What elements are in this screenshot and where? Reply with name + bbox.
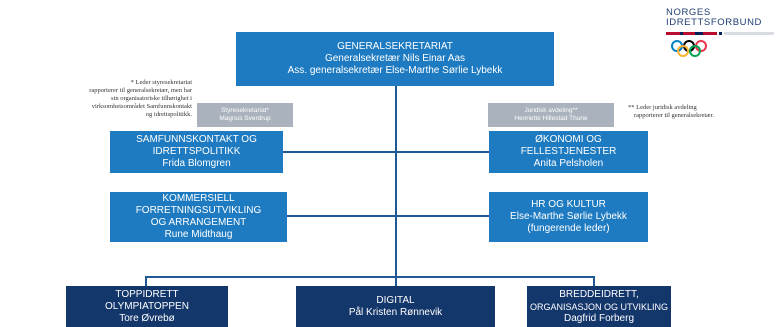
staff-title: Styresekretariat* — [220, 107, 270, 114]
generalsekretaer-name: Generalsekretær Nils Einar Aas — [324, 53, 466, 64]
unit-title: FELLESTJENESTER — [520, 146, 617, 157]
logo-graphic — [666, 32, 774, 57]
unit-title: IDRETTSPOLITIKK — [152, 146, 241, 157]
staff-name: Henriette Hillestad Thune — [514, 115, 588, 122]
staff-title: Juridisk avdeling** — [524, 107, 578, 114]
note-styresekretariat: * Leder styresekretariat rapporterer til… — [2, 79, 192, 119]
unit-leader-name: Frida Blomgren — [162, 158, 231, 169]
ass-generalsekretaer-name: Ass. generalsekretær Else-Marthe Sørlie … — [287, 65, 503, 76]
samfunnskontakt-box: SAMFUNNSKONTAKT OG IDRETTSPOLITIKK Frida… — [110, 131, 283, 173]
digital-box: DIGITAL Pål Kristen Rønnevik — [296, 286, 495, 327]
note-left-line: og idrettspolitikk. — [145, 111, 192, 118]
nif-logo: NORGES IDRETTSFORBUND — [660, 6, 780, 64]
unit-leader-name: Anita Pelsholen — [533, 158, 604, 169]
note-left-line: rapporterer til generalsekretær, men har — [89, 87, 192, 94]
note-left-line: sin organisatoriske tilhørighet i — [111, 95, 192, 102]
logo-text-line2: IDRETTSFORBUND — [666, 17, 763, 28]
unit-title: KOMMERSIELL — [162, 193, 235, 204]
unit-leader-name: Rune Midthaug — [164, 229, 233, 240]
connector-right-row1 — [397, 151, 489, 153]
connector-bottom-horizontal — [145, 276, 595, 278]
unit-leader-note: (fungerende leder) — [527, 223, 610, 234]
generalsekretariat-box: GENERALSEKRETARIAT Generalsekretær Nils … — [236, 32, 554, 86]
connector-spine — [395, 86, 397, 290]
note-right-line: rapporterer til generalsekretær. — [634, 112, 714, 119]
unit-leader-name: Pål Kristen Rønnevik — [348, 306, 443, 318]
unit-title: FORRETNINGSUTVIKLING — [135, 205, 262, 216]
unit-title: HR OG KULTUR — [531, 199, 606, 210]
unit-title: ØKONOMI OG — [535, 134, 602, 145]
unit-title: DIGITAL — [376, 294, 415, 306]
breddeidrett-box: BREDDEIDRETT, ORGANISASJON OG UTVIKLING … — [527, 286, 671, 327]
note-left-line: virksomhetsområdet Samfunnskontakt — [91, 103, 192, 110]
connector-right-row2 — [397, 215, 489, 217]
okonomi-box: ØKONOMI OG FELLESTJENESTER Anita Pelshol… — [489, 131, 648, 173]
connector-drop-left — [145, 276, 147, 286]
note-left-line: * Leder styresekretariat — [130, 79, 192, 86]
unit-title: SAMFUNNSKONTAKT OG — [136, 134, 257, 145]
unit-title: OG ARRANGEMENT — [150, 217, 247, 228]
unit-leader-name: Dagfrid Forberg — [563, 312, 635, 324]
staff-box-styresekretariat: Styresekretariat* Magnus Sverdrup — [197, 103, 293, 127]
note-right-line: ** Leder juridisk avdeling — [628, 104, 697, 111]
connector-left-row2 — [287, 215, 395, 217]
toppidrett-box: TOPPIDRETT OLYMPIATOPPEN Tore Øvrebø — [66, 286, 228, 327]
connector-left-row1 — [283, 151, 395, 153]
staff-name: Magnus Sverdrup — [219, 115, 271, 122]
kommersiell-box: KOMMERSIELL FORRETNINGSUTVIKLING OG ARRA… — [110, 192, 287, 242]
unit-title: BREDDEIDRETT, — [559, 288, 639, 300]
unit-leader-name: Else-Marthe Sørlie Lybekk — [510, 211, 627, 222]
staff-box-juridisk: Juridisk avdeling** Henriette Hillestad … — [488, 103, 614, 127]
unit-title: OLYMPIATOPPEN — [105, 300, 189, 312]
connector-drop-center — [395, 276, 397, 286]
hr-kultur-box: HR OG KULTUR Else-Marthe Sørlie Lybekk (… — [489, 192, 648, 242]
logo-text-line1: NORGES — [666, 7, 711, 18]
unit-title: ORGANISASJON OG UTVIKLING — [529, 301, 669, 312]
unit-leader-name: Tore Øvrebø — [119, 312, 175, 324]
note-juridisk: ** Leder juridisk avdeling rapporterer t… — [628, 104, 778, 120]
unit-title: TOPPIDRETT — [115, 288, 179, 300]
connector-drop-right — [593, 276, 595, 286]
generalsekretariat-title: GENERALSEKRETARIAT — [337, 41, 453, 52]
